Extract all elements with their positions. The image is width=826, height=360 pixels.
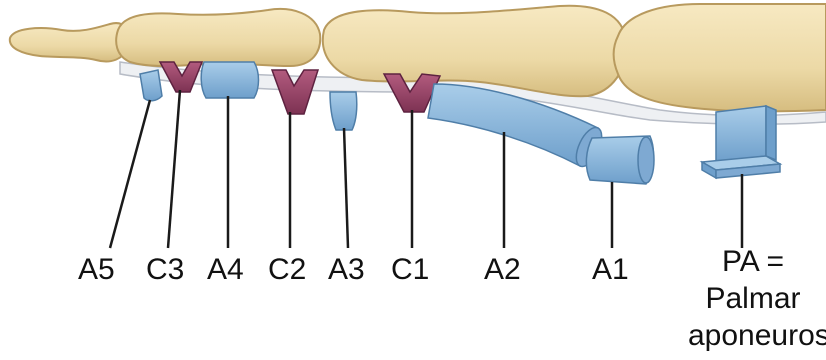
- label-a2: A2: [484, 255, 521, 285]
- label-a3: A3: [328, 255, 365, 285]
- a3-leader: [344, 128, 348, 248]
- label-c1: C1: [391, 255, 429, 285]
- label-pa-line2: Palmar: [688, 280, 818, 317]
- a4-pulley: [201, 62, 258, 98]
- metacarpal: [614, 4, 826, 111]
- label-pa-line3: aponeurosis: [688, 317, 818, 354]
- label-a4: A4: [207, 255, 244, 285]
- a5-leader: [110, 100, 150, 248]
- label-c2: C2: [268, 255, 306, 285]
- a1-pulley-end: [638, 137, 654, 183]
- middle-phalanx: [116, 9, 320, 66]
- a3-pulley: [330, 92, 357, 130]
- label-pa-line1: PA =: [688, 243, 818, 280]
- distal-phalanx: [10, 23, 129, 61]
- c3-leader: [168, 90, 180, 248]
- label-palmar-aponeurosis: PA = Palmar aponeurosis: [688, 243, 818, 354]
- label-c3: C3: [146, 255, 184, 285]
- label-a5: A5: [78, 255, 115, 285]
- label-a1: A1: [592, 255, 629, 285]
- a5-pulley: [140, 70, 162, 101]
